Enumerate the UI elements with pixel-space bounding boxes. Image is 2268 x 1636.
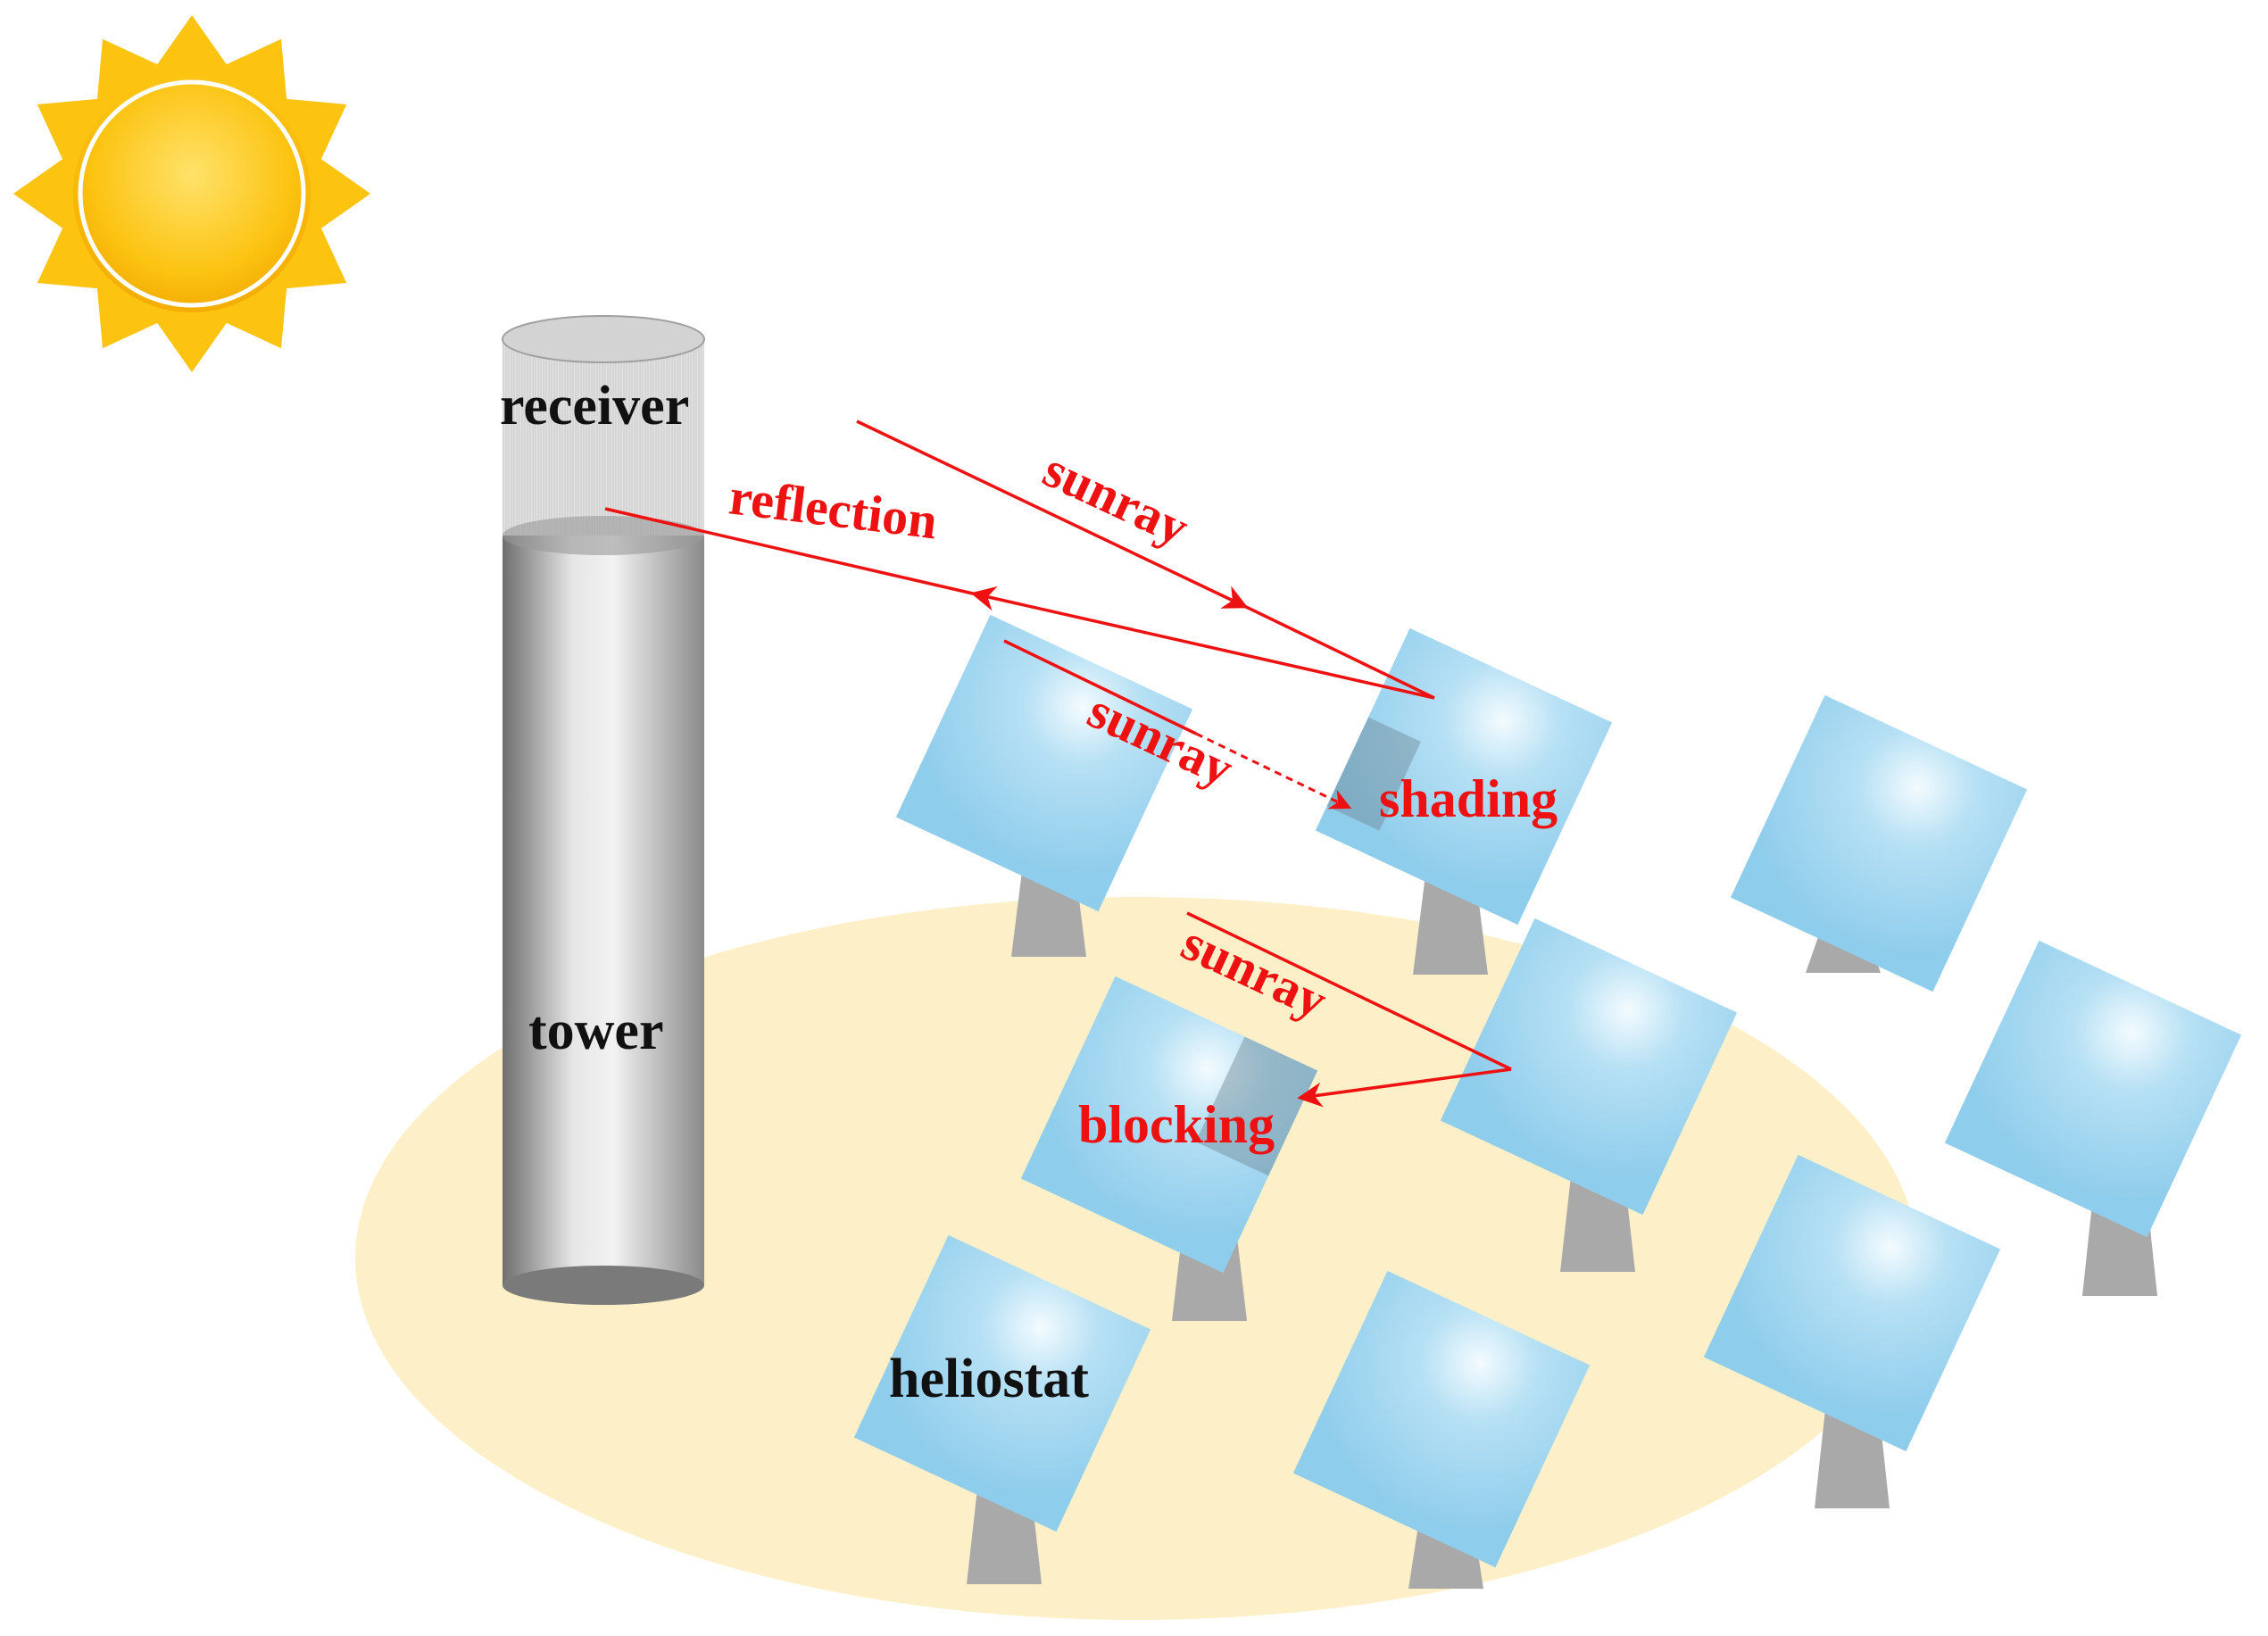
tower	[502, 315, 705, 1305]
blocking-shadow	[1195, 1036, 1318, 1176]
heliostat-mirror	[1944, 940, 2242, 1238]
heliostat-field	[853, 614, 2242, 1589]
sunray-lower-line	[1186, 911, 1512, 1071]
reflection-line-lower	[970, 585, 1435, 700]
heliostat	[1440, 918, 1738, 1272]
receiver-top	[502, 315, 705, 363]
sunray-top-continuation	[1245, 605, 1435, 700]
heliostat-mirror	[853, 1234, 1151, 1532]
sunray-top-label: sunray	[1035, 440, 1198, 557]
blocking-label: blocking	[1078, 1095, 1275, 1154]
blocking-reflection-line	[1297, 1067, 1512, 1108]
heliostat-mirror	[895, 614, 1193, 912]
heliostat-mirror	[1020, 976, 1318, 1274]
heliostat-label: heliostat	[889, 1349, 1089, 1409]
heliostat	[1292, 1270, 1591, 1589]
sunray-middle-dashed	[1195, 732, 1352, 810]
receiver-label: receiver	[500, 376, 689, 436]
rays	[604, 419, 1512, 1108]
tower-label: tower	[528, 1001, 663, 1061]
heliostat	[1730, 694, 2028, 992]
heliostat-mirror	[1440, 918, 1738, 1216]
heliostat	[1703, 1154, 2001, 1508]
reflection-label: reflection	[726, 467, 940, 550]
heliostat	[1020, 976, 1318, 1321]
heliostat-mirror	[1315, 627, 1613, 926]
reflection-line-upper	[604, 507, 974, 595]
sunray-top-line	[856, 419, 1249, 609]
heliostat-mirror	[1292, 1270, 1591, 1568]
heliostat-mirror	[1703, 1154, 2001, 1452]
shading-label: shading	[1379, 769, 1558, 828]
heliostat	[1944, 940, 2242, 1296]
heliostat	[853, 1234, 1151, 1584]
sun-icon	[13, 15, 370, 372]
heliostat-mirror	[1730, 694, 2028, 992]
heliostat	[895, 614, 1193, 957]
sunray-middle-line	[1003, 639, 1197, 735]
